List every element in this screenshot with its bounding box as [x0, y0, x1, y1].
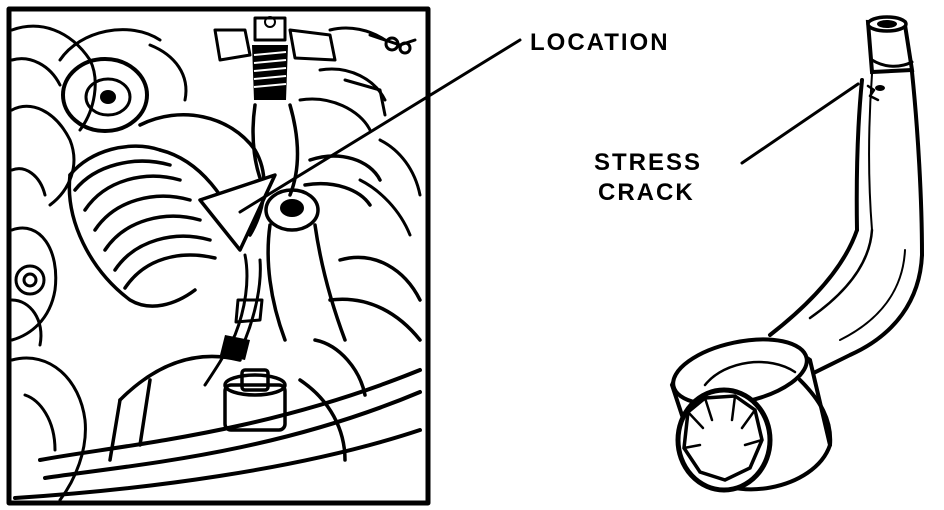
- sensor-wire: [203, 253, 264, 387]
- location-marker: [198, 173, 277, 252]
- wrench-shaft: [768, 70, 924, 382]
- location-label: LOCATION: [530, 29, 670, 56]
- engine-detail-panel: [6, 6, 431, 506]
- bottom-tube: [13, 368, 422, 500]
- small-socket-end: [865, 15, 915, 75]
- pulley: [58, 28, 188, 133]
- panel-border: [6, 6, 431, 506]
- socket-wrench: [669, 15, 924, 493]
- top-bolt: [213, 16, 337, 100]
- leader-lines: [238, 38, 860, 214]
- top-right-fittings: [298, 26, 422, 237]
- location-leader: [238, 38, 522, 214]
- stress-label-line2: CRACK: [598, 179, 695, 206]
- stress-leader: [740, 82, 860, 165]
- stress-label-line1: STRESS: [594, 149, 702, 176]
- large-socket-end: [669, 337, 833, 493]
- lower-housing: [108, 255, 422, 462]
- center-fitting: [251, 103, 382, 342]
- left-hoses: [10, 24, 97, 502]
